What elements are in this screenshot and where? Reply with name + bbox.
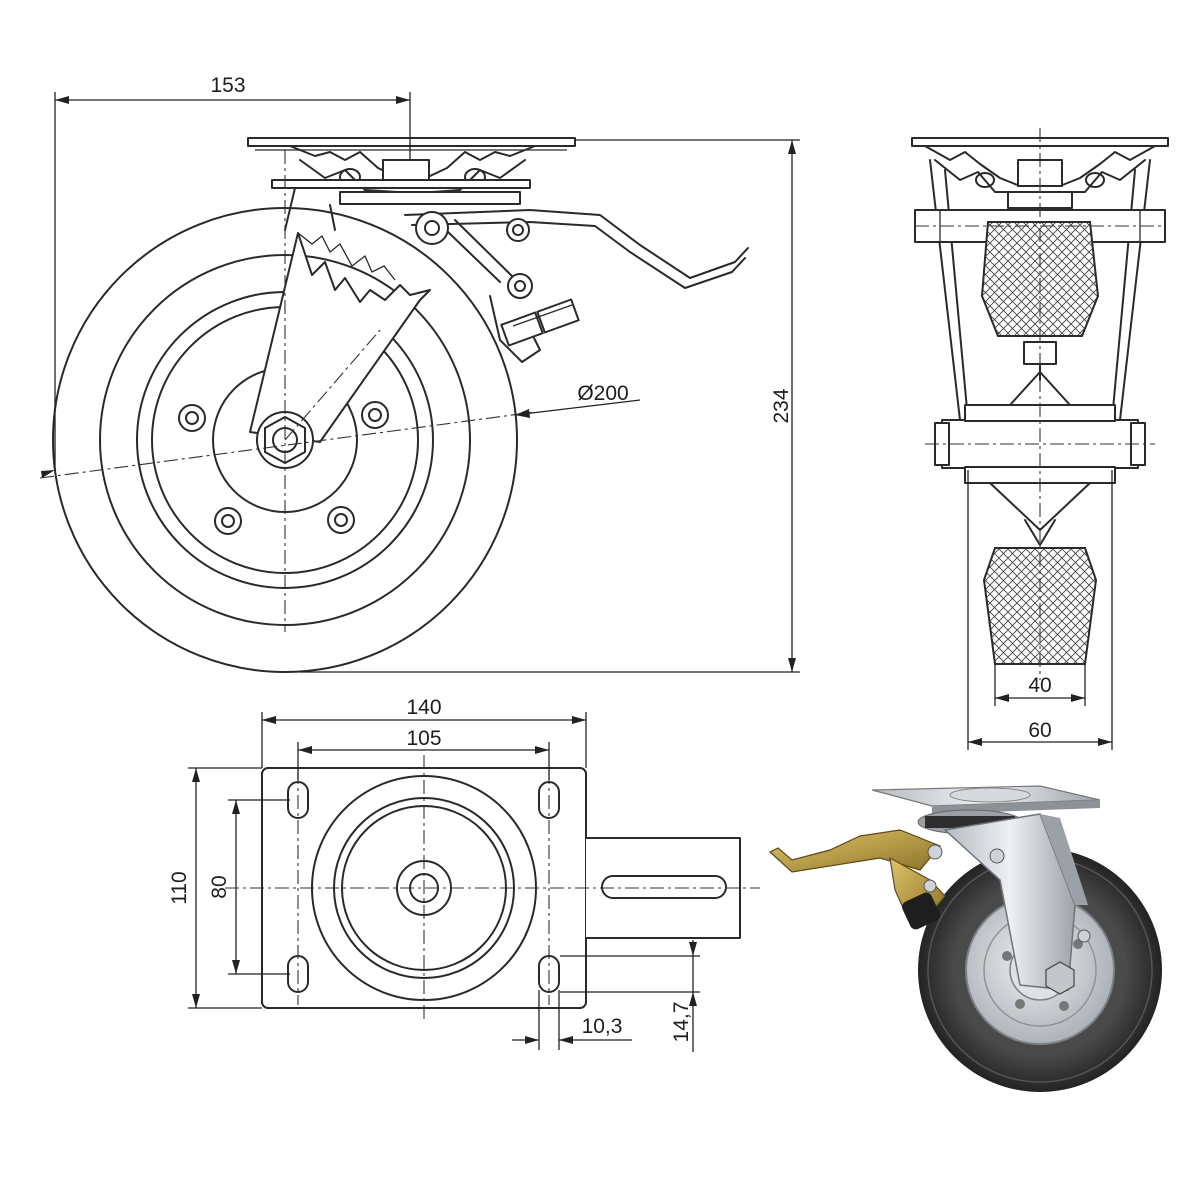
dim-tread-width: 40 <box>1028 674 1051 697</box>
side-view: 153 234 Ø200 <box>39 74 800 673</box>
dim-total-width: 60 <box>1028 719 1051 742</box>
top-plate-view: 140 105 110 80 10,3 <box>168 696 760 1052</box>
dim-height: 234 <box>770 388 793 423</box>
dim-hole-spacing-y: 80 <box>208 875 231 898</box>
dim-diameter: Ø200 <box>577 382 628 405</box>
side-top-plate <box>247 137 576 147</box>
dim-slot-length: 14,7 <box>670 1002 693 1043</box>
dim-plate-width: 140 <box>406 696 441 719</box>
dim-plate-length: 110 <box>168 871 191 904</box>
brake-mechanism <box>404 209 749 363</box>
product-photo <box>768 785 1162 1092</box>
dim-slot-width: 10,3 <box>582 1015 623 1038</box>
front-view: 40 60 <box>911 128 1169 750</box>
photo-brake-lever <box>768 829 941 873</box>
side-bolt-holes <box>178 401 389 535</box>
fork-leg <box>249 232 431 443</box>
dim-offset: 153 <box>210 74 245 97</box>
dim-hole-spacing-x: 105 <box>406 727 441 750</box>
